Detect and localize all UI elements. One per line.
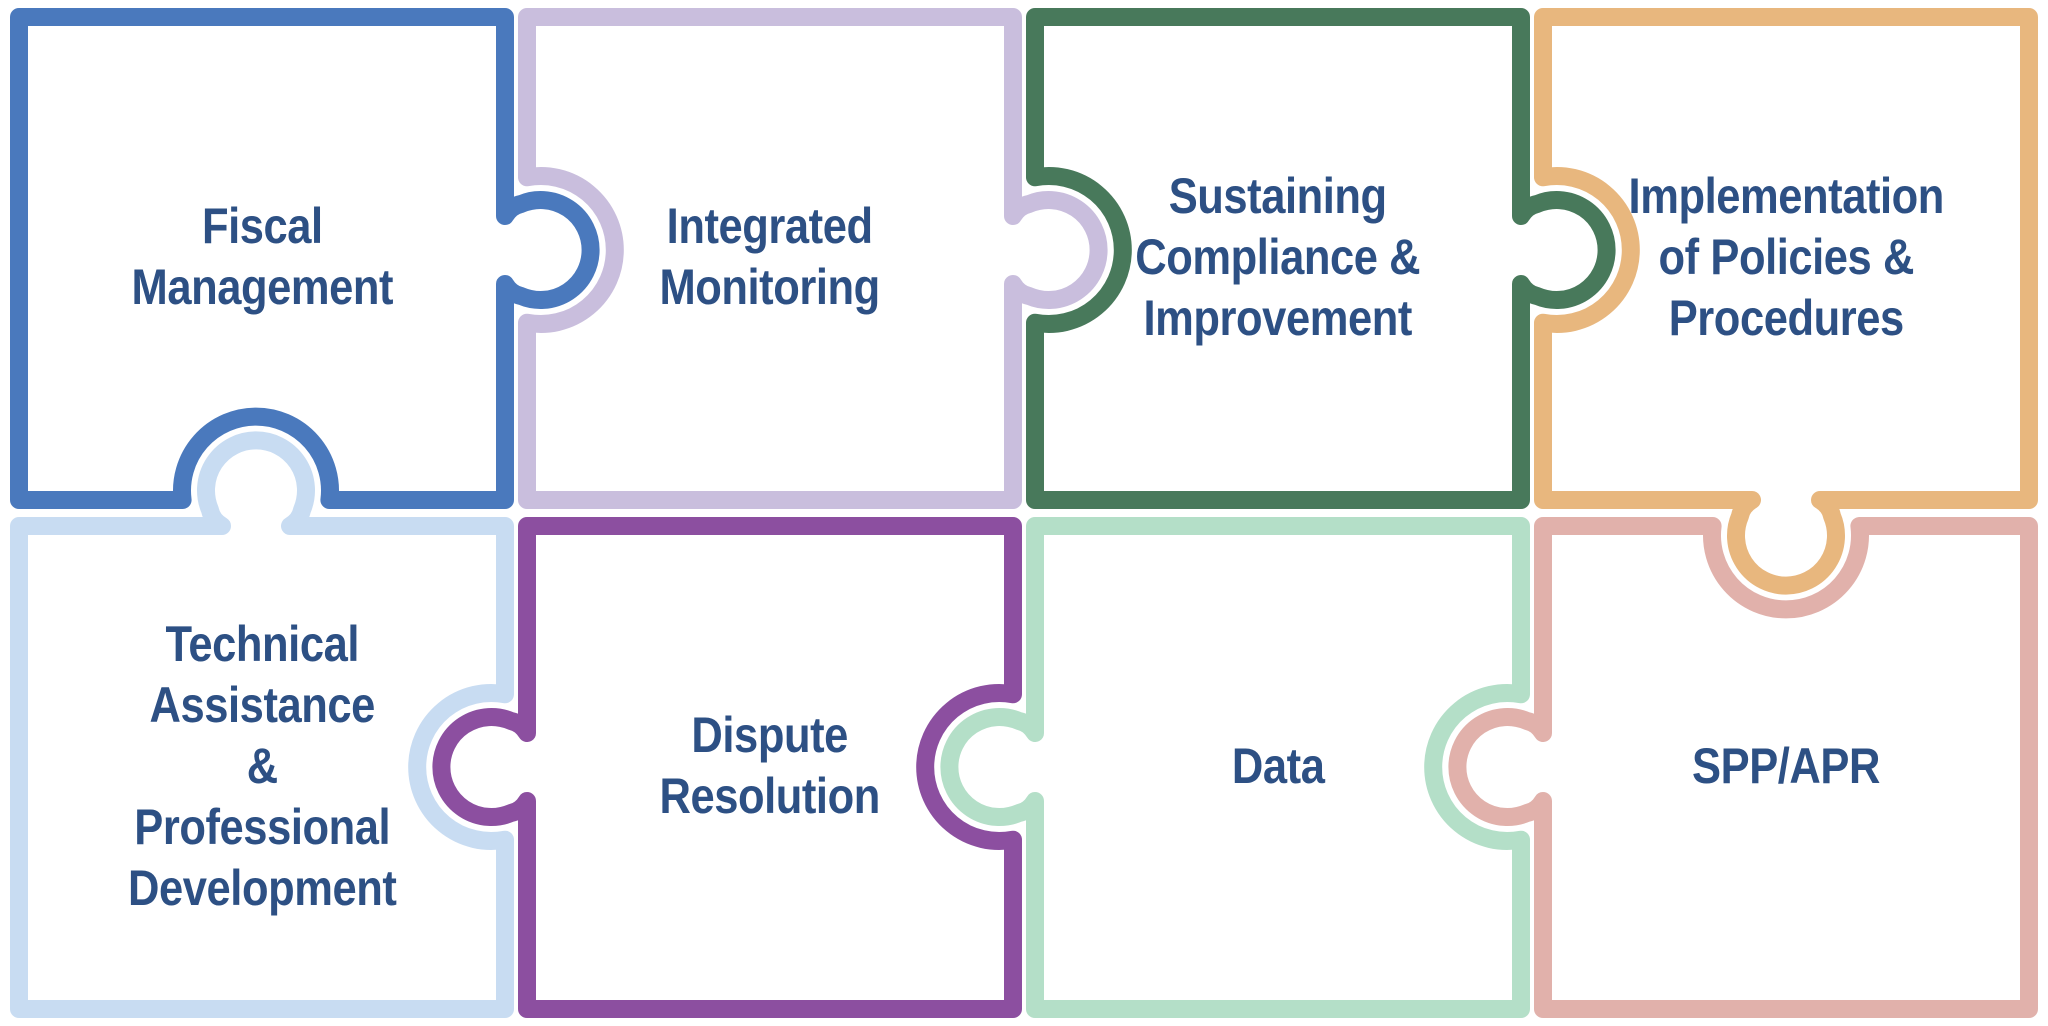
puzzle-piece-dispute-resolution-outline xyxy=(432,517,1022,1018)
puzzle-piece-spp-apr-outline xyxy=(1448,517,2038,1018)
puzzle-piece-implementation-policies-outline xyxy=(1534,8,2038,595)
puzzle-piece-integrated-monitoring-outline xyxy=(518,8,1108,509)
puzzle-piece-sustaining-compliance-outline xyxy=(1026,8,1616,509)
puzzle-piece-technical-assistance-outline xyxy=(10,431,514,1018)
puzzle-piece-data-outline xyxy=(940,517,1530,1018)
puzzle-piece-fiscal-management-outline xyxy=(10,8,600,509)
